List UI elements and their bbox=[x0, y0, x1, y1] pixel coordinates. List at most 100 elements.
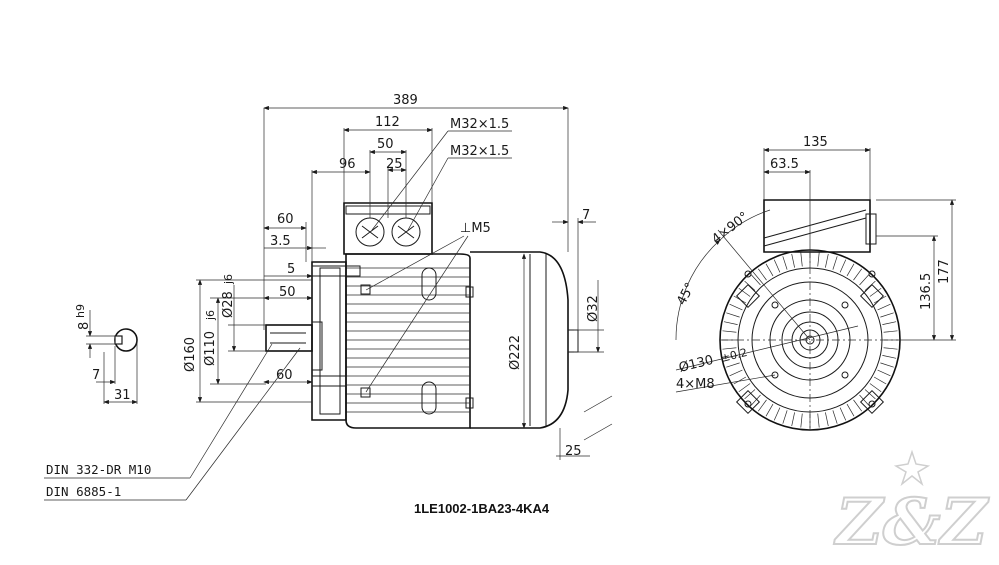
dia-28: Ø28 bbox=[221, 291, 236, 318]
front-fin-line bbox=[825, 412, 829, 427]
front-fin-line bbox=[791, 253, 795, 268]
logo-text: Z&Z bbox=[833, 485, 990, 560]
front-fin-line bbox=[832, 256, 838, 270]
gland-label-2: M32×1.5 bbox=[450, 144, 509, 159]
front-fin-line bbox=[757, 268, 767, 281]
front-fin-line bbox=[750, 394, 761, 406]
front-fin-line bbox=[757, 399, 767, 412]
front-dim-136-5: 136.5 bbox=[919, 273, 934, 310]
hole-bl bbox=[771, 371, 779, 379]
front-fin-line bbox=[832, 410, 838, 424]
dim-389: 389 bbox=[393, 93, 418, 108]
tol-130: ±0.2 bbox=[720, 346, 749, 365]
front-fin-line bbox=[873, 376, 887, 385]
earth-label: ⊥M5 bbox=[460, 221, 491, 236]
front-fin-line bbox=[738, 383, 751, 393]
angle-4x90: 4×90° bbox=[709, 209, 752, 247]
front-fin-line bbox=[853, 399, 863, 412]
front-dim-135: 135 bbox=[803, 135, 828, 150]
front-fin-line bbox=[782, 410, 788, 424]
earth-terminal-top bbox=[360, 284, 371, 295]
front-fin-line bbox=[738, 287, 751, 297]
front-fin-line bbox=[846, 263, 855, 277]
front-fin-line bbox=[880, 362, 894, 368]
tol-110: j6 bbox=[204, 310, 217, 321]
dia-32: Ø32 bbox=[586, 295, 601, 322]
dim-7-right: 7 bbox=[582, 208, 590, 223]
front-fin-line bbox=[765, 403, 774, 417]
tol-28: j6 bbox=[222, 274, 235, 285]
dim-3-5: 3.5 bbox=[270, 234, 291, 249]
front-dim-63-5: 63.5 bbox=[770, 157, 799, 172]
hole-br bbox=[841, 371, 849, 379]
gland-label-1: M32×1.5 bbox=[450, 117, 509, 132]
dia-160: Ø160 bbox=[183, 337, 198, 372]
holes-4xm8: 4×M8 bbox=[676, 377, 715, 392]
side-view: 389 112 M32×1.5 M32×1.5 50 25 9 bbox=[44, 93, 613, 501]
key-dim-31: 31 bbox=[114, 388, 131, 403]
side-dimensions: 389 112 M32×1.5 M32×1.5 50 25 9 bbox=[44, 93, 613, 501]
front-fin-line bbox=[883, 330, 898, 333]
front-fin-line bbox=[773, 407, 781, 421]
cooling-fins bbox=[346, 267, 470, 413]
front-fin-line bbox=[817, 413, 820, 428]
front-fin-line bbox=[722, 347, 737, 350]
front-fin-line bbox=[869, 383, 882, 393]
dim-96: 96 bbox=[339, 157, 356, 172]
front-fin-line bbox=[729, 369, 743, 377]
front-fin-line bbox=[726, 362, 740, 368]
front-fin-line bbox=[729, 303, 743, 311]
earth-terminal-bottom bbox=[360, 387, 371, 398]
front-fin-line bbox=[864, 389, 876, 400]
front-fin-line bbox=[791, 412, 795, 427]
front-fin-line bbox=[733, 376, 747, 385]
front-fin-line bbox=[853, 268, 863, 281]
front-fin-line bbox=[825, 253, 829, 268]
hole-tr bbox=[841, 301, 849, 309]
dim-25-bottom: 25 bbox=[565, 444, 582, 459]
front-fin-line bbox=[859, 274, 870, 286]
front-fin-line bbox=[882, 321, 897, 325]
key-dim-7: 7 bbox=[92, 368, 100, 383]
front-fin-line bbox=[839, 407, 847, 421]
front-fin-line bbox=[744, 389, 756, 400]
dim-5: 5 bbox=[287, 262, 295, 277]
key-section-view: 8 h9 7 31 bbox=[74, 304, 138, 405]
front-fin-line bbox=[846, 403, 855, 417]
dim-60-bottom: 60 bbox=[276, 368, 293, 383]
dim-112: 112 bbox=[375, 115, 400, 130]
hole-tl bbox=[771, 301, 779, 309]
dim-25: 25 bbox=[386, 157, 403, 172]
dim-60-top: 60 bbox=[277, 212, 294, 227]
model-number: 1LE1002-1BA23-4KA4 bbox=[414, 501, 550, 516]
zz-logo: Z&Z bbox=[832, 449, 991, 561]
front-fin-line bbox=[880, 312, 894, 318]
front-view: 135 63.5 177 136.5 45° 4×90° Ø130 ±0.2 4… bbox=[674, 135, 956, 431]
dia-222: Ø222 bbox=[508, 335, 523, 370]
front-fin-line bbox=[817, 252, 820, 267]
dim-50-top: 50 bbox=[377, 137, 394, 152]
dia-130: Ø130 bbox=[677, 353, 715, 376]
din-6885-note: DIN 6885-1 bbox=[46, 484, 121, 499]
front-fin-line bbox=[859, 394, 870, 406]
motor-frame bbox=[265, 202, 579, 429]
front-fin-line bbox=[750, 274, 761, 286]
front-fin-line bbox=[782, 256, 788, 270]
front-fin-line bbox=[877, 303, 891, 311]
front-fin-line bbox=[723, 321, 738, 325]
key-width: 8 bbox=[77, 322, 92, 330]
front-fin-line bbox=[877, 369, 891, 377]
front-fin-line bbox=[765, 263, 774, 277]
front-fin-line bbox=[882, 355, 897, 359]
front-fin-line bbox=[839, 259, 847, 273]
front-dim-177: 177 bbox=[937, 259, 952, 284]
dia-110: Ø110 bbox=[203, 331, 218, 366]
front-fin-line bbox=[773, 259, 781, 273]
front-fin-line bbox=[722, 330, 737, 333]
key-tol: h9 bbox=[74, 304, 87, 318]
dim-50-mid: 50 bbox=[279, 285, 296, 300]
front-fin-line bbox=[726, 312, 740, 318]
front-fin-line bbox=[800, 252, 803, 267]
